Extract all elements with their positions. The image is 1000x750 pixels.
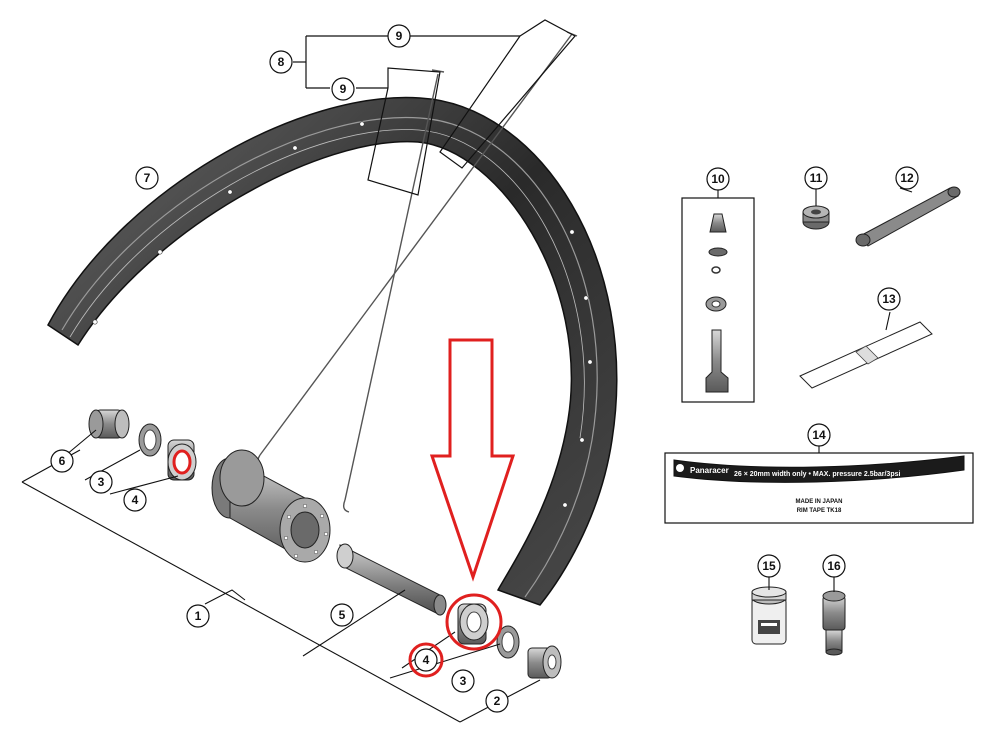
- svg-text:3: 3: [98, 475, 105, 489]
- callout-12: 12: [895, 166, 919, 190]
- callout-4-right: 4: [408, 642, 444, 678]
- callout-9-top: 9: [387, 24, 411, 48]
- svg-text:8: 8: [278, 55, 285, 69]
- callout-15: 15: [757, 554, 781, 578]
- svg-text:1: 1: [195, 609, 202, 623]
- svg-text:3: 3: [460, 674, 467, 688]
- part-16-tool: [822, 590, 846, 656]
- rim: [47, 96, 618, 606]
- part-5-axle: [336, 543, 447, 616]
- svg-text:9: 9: [340, 82, 347, 96]
- highlight-circle-bearing: [445, 593, 503, 651]
- callout-7: 7: [135, 166, 159, 190]
- part-2-end-cap: [527, 645, 562, 679]
- callout-13: 13: [877, 287, 901, 311]
- rim-tape-brand: Panaracer: [690, 466, 729, 475]
- callout-10: 10: [706, 167, 730, 191]
- part-3-seal-left: [138, 423, 162, 457]
- part-11-nut: [802, 205, 830, 230]
- svg-text:15: 15: [762, 559, 776, 573]
- callout-8: 8: [269, 50, 293, 74]
- rim-tape-model: RIM TAPE TK18: [797, 508, 842, 514]
- callout-6: 6: [50, 449, 74, 473]
- svg-text:11: 11: [810, 171, 823, 185]
- svg-text:9: 9: [396, 29, 403, 43]
- part-4-bearing-left: [167, 439, 197, 481]
- part-12-wrench: [855, 186, 961, 247]
- part-1-hub-body: [211, 449, 331, 563]
- svg-text:7: 7: [144, 171, 151, 185]
- callout-3-left: 3: [89, 470, 113, 494]
- callout-lines-right: [717, 187, 913, 592]
- callout-lines-top: [293, 19, 576, 196]
- down-arrow-icon: [429, 338, 516, 582]
- svg-text:14: 14: [812, 428, 826, 442]
- svg-text:6: 6: [59, 454, 66, 468]
- callout-3-right: 3: [451, 669, 475, 693]
- callout-5: 5: [330, 603, 354, 627]
- callout-1: 1: [186, 604, 210, 628]
- svg-text:10: 10: [711, 172, 725, 186]
- svg-text:4: 4: [132, 493, 139, 507]
- part-4-bearing-right: [457, 603, 489, 645]
- part-6-end-cap: [88, 409, 130, 439]
- svg-text:16: 16: [827, 559, 841, 573]
- part-14-rim-tape: Panaracer 26 × 20mm width only • MAX. pr…: [664, 452, 974, 524]
- svg-text:5: 5: [339, 608, 346, 622]
- rim-tape-spec: 26 × 20mm width only • MAX. pressure 2.5…: [734, 471, 900, 478]
- part-13-rim-tape-strip: [799, 321, 933, 389]
- svg-text:2: 2: [494, 694, 501, 708]
- callout-badges: 1 2 3 3 4 4 5 6 7 8 9 9 10 11 12 13 14 1…: [50, 24, 919, 713]
- rim-tape-made-in: MADE IN JAPAN: [796, 499, 843, 505]
- callout-9-bottom: 9: [331, 77, 355, 101]
- part-10-valve-kit: [681, 197, 755, 403]
- callout-16: 16: [822, 554, 846, 578]
- svg-text:13: 13: [882, 292, 896, 306]
- part-15-grease-jar: [751, 586, 787, 645]
- svg-text:12: 12: [900, 171, 914, 185]
- part-3-seal-right: [496, 625, 520, 659]
- callout-4-left: 4: [123, 488, 147, 512]
- svg-text:4: 4: [423, 653, 430, 667]
- callout-11: 11: [804, 166, 828, 190]
- callout-2: 2: [485, 689, 509, 713]
- callout-14: 14: [807, 423, 831, 447]
